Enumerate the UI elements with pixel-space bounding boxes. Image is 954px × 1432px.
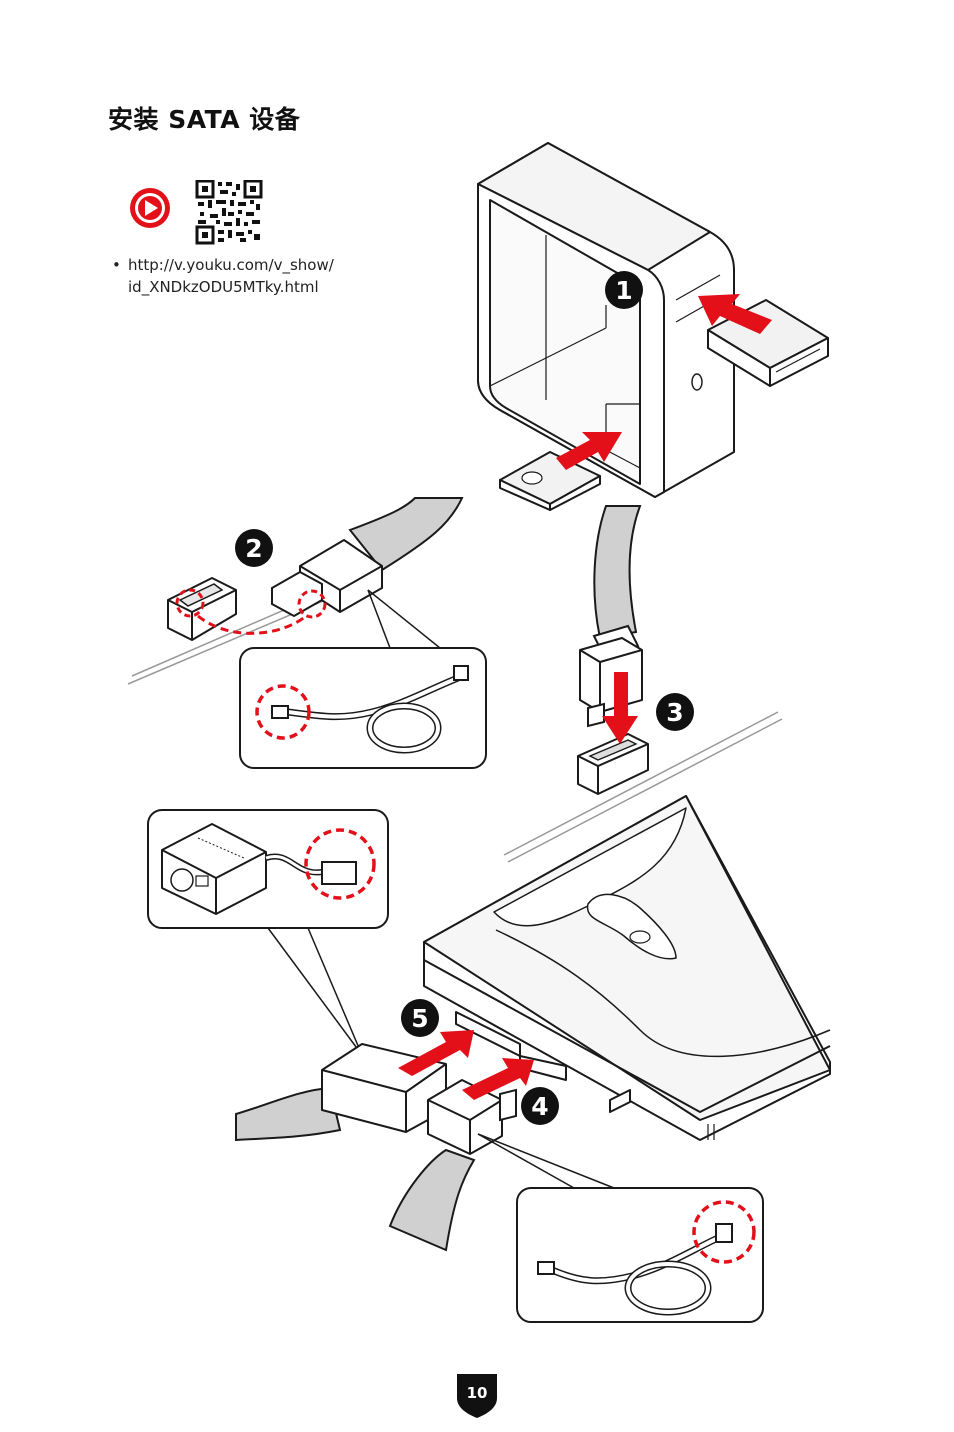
detail-box-power-supply: [147, 809, 389, 1056]
qr-code-icon[interactable]: [195, 179, 263, 245]
page-number-badge: 10: [455, 1372, 499, 1418]
step-4-5-connectors: [235, 1030, 615, 1252]
step-badge-3: 3: [656, 693, 694, 731]
page-number: 10: [466, 1384, 488, 1402]
step-number-5: 5: [411, 1004, 428, 1033]
step-number-2: 2: [245, 534, 262, 563]
bullet: •: [112, 256, 121, 274]
detail-box-sata-cable-straight: [239, 647, 487, 769]
insert-arrows-case: [556, 294, 772, 470]
page-title: 安装 SATA 设备: [108, 105, 301, 134]
step-2-cable-connection: [127, 497, 464, 685]
play-icon[interactable]: [130, 188, 170, 228]
step-badge-2: 2: [235, 529, 273, 567]
hard-disk-drive-large: [423, 795, 831, 1141]
step-number-1: 1: [615, 276, 632, 305]
video-url-line-1[interactable]: http://v.youku.com/v_show/: [128, 256, 334, 274]
video-url-line-2[interactable]: id_XNDkzODU5MTky.html: [128, 278, 319, 296]
step-badge-4: 4: [521, 1087, 559, 1125]
detail-box-sata-cable-angled: [516, 1187, 764, 1323]
video-url[interactable]: • http://v.youku.com/v_show/ id_XNDkzODU…: [112, 254, 334, 298]
step-badge-1: 1: [605, 271, 643, 309]
step-3-motherboard-connection: [503, 505, 783, 863]
step-badge-5: 5: [401, 999, 439, 1037]
hard-disk-drive-small: [499, 451, 601, 511]
step-number-4: 4: [531, 1092, 548, 1121]
step-number-3: 3: [666, 698, 683, 727]
video-link-block: [128, 179, 268, 246]
